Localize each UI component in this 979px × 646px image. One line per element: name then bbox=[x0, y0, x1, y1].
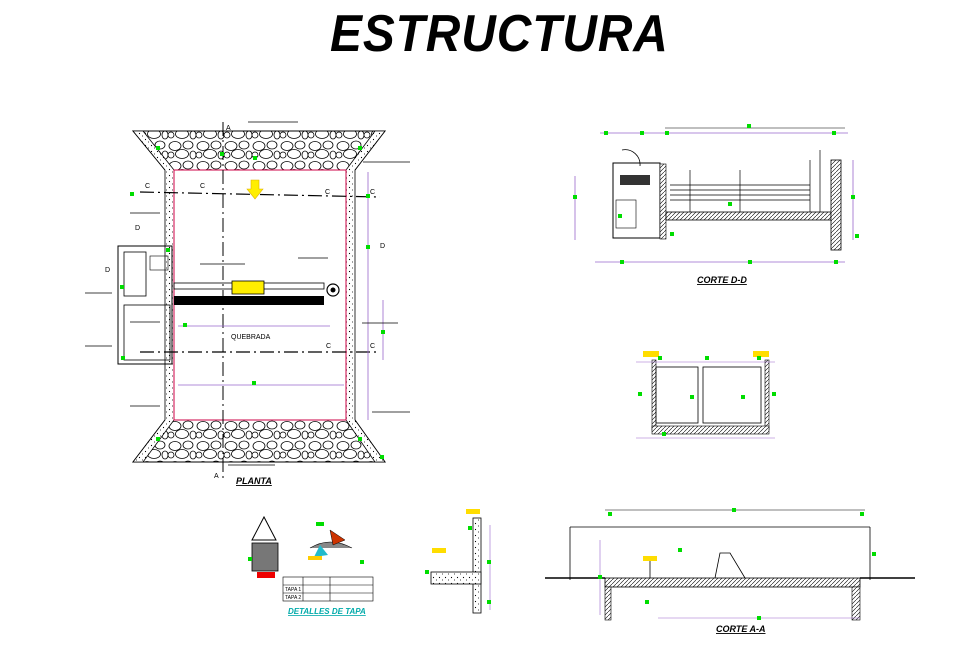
plan-label-quebrada: QUEBRADA bbox=[231, 334, 271, 341]
view-title-planta: PLANTA bbox=[236, 476, 272, 486]
corte-dd-view: CORTE D-D bbox=[573, 124, 859, 285]
section-mark-d3: D bbox=[135, 225, 140, 232]
table-row-1-label: TAPA 1 bbox=[285, 587, 301, 593]
section-mark-c5: C bbox=[326, 343, 331, 350]
table-row-2-label: TAPA 2 bbox=[285, 595, 301, 601]
section-mark-c3: C bbox=[325, 189, 330, 196]
section-mark-a-bottom: A bbox=[214, 473, 219, 480]
view-title-corte-dd: CORTE D-D bbox=[697, 275, 747, 285]
corte-aa-view: CORTE A-A bbox=[545, 508, 915, 634]
section-mark-c1: C bbox=[145, 183, 150, 190]
planta-view: A A C C C C C C D D D QUEBRADA PLANTA bbox=[85, 121, 410, 486]
section-mark-c6: C bbox=[370, 343, 375, 350]
section-mark-d1: D bbox=[380, 243, 385, 250]
view-title-detalles-tapa: DETALLES DE TAPA bbox=[288, 607, 366, 616]
middle-section-view bbox=[636, 351, 776, 439]
section-mark-d2: D bbox=[105, 267, 110, 274]
detalles-tapa-view: TAPA 1 TAPA 2 DETALLES DE TAPA bbox=[248, 515, 374, 616]
section-mark-c2: C bbox=[200, 183, 205, 190]
view-title-corte-aa: CORTE A-A bbox=[716, 624, 766, 634]
drawing-title: ESTRUCTURA bbox=[330, 5, 669, 63]
section-mark-a-top: A bbox=[226, 125, 231, 132]
wall-detail-view bbox=[425, 509, 491, 614]
section-mark-c4: C bbox=[370, 189, 375, 196]
